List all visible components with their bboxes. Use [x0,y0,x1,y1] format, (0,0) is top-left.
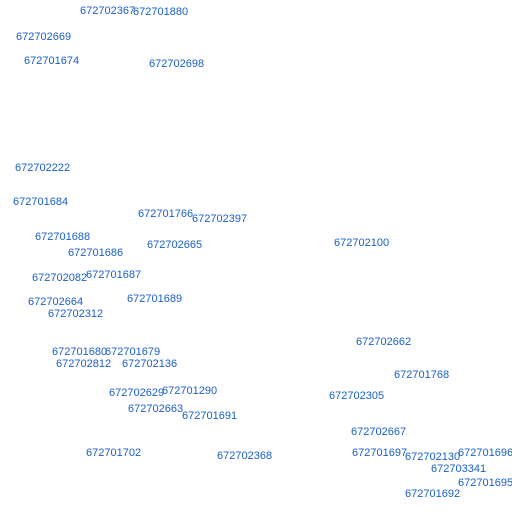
id-label[interactable]: 672702305 [329,390,385,402]
id-label[interactable]: 672702662 [356,336,412,348]
id-label[interactable]: 672701880 [133,6,189,18]
id-label[interactable]: 672702663 [128,403,184,415]
id-label[interactable]: 672702667 [351,426,407,438]
id-label[interactable]: 672702698 [149,58,205,70]
id-label[interactable]: 672702669 [16,31,72,43]
id-label[interactable]: 672702222 [15,162,71,174]
id-label[interactable]: 672702082 [32,272,88,284]
id-label[interactable]: 672701684 [13,196,69,208]
id-label[interactable]: 672702368 [217,450,273,462]
id-label[interactable]: 672703341 [431,463,487,475]
id-label[interactable]: 672702312 [48,308,104,320]
id-label[interactable]: 672701290 [162,385,218,397]
id-label[interactable]: 672701695 [458,477,512,489]
id-label[interactable]: 672702100 [334,237,390,249]
id-label[interactable]: 672702664 [28,296,84,308]
id-label[interactable]: 672701692 [405,488,461,500]
id-label[interactable]: 672701691 [182,410,238,422]
id-label[interactable]: 672701689 [127,293,183,305]
id-label[interactable]: 672702130 [405,451,461,463]
id-label[interactable]: 672701674 [24,55,80,67]
id-label[interactable]: 672702367 [80,5,136,17]
id-label[interactable]: 672701768 [394,369,450,381]
id-label[interactable]: 672701679 [105,346,161,358]
id-label[interactable]: 672702629 [109,387,165,399]
id-label[interactable]: 672701688 [35,231,91,243]
id-label[interactable]: 672702665 [147,239,203,251]
id-label[interactable]: 672701686 [68,247,124,259]
id-label[interactable]: 672701697 [352,447,408,459]
id-label[interactable]: 672701696 [458,447,512,459]
id-label[interactable]: 672701680 [52,346,108,358]
id-label[interactable]: 672702397 [192,213,248,225]
id-label[interactable]: 672702812 [56,358,112,370]
id-label[interactable]: 672702136 [122,358,178,370]
id-label[interactable]: 672701702 [86,447,142,459]
id-label[interactable]: 672701687 [86,269,142,281]
id-label[interactable]: 672701766 [138,208,194,220]
